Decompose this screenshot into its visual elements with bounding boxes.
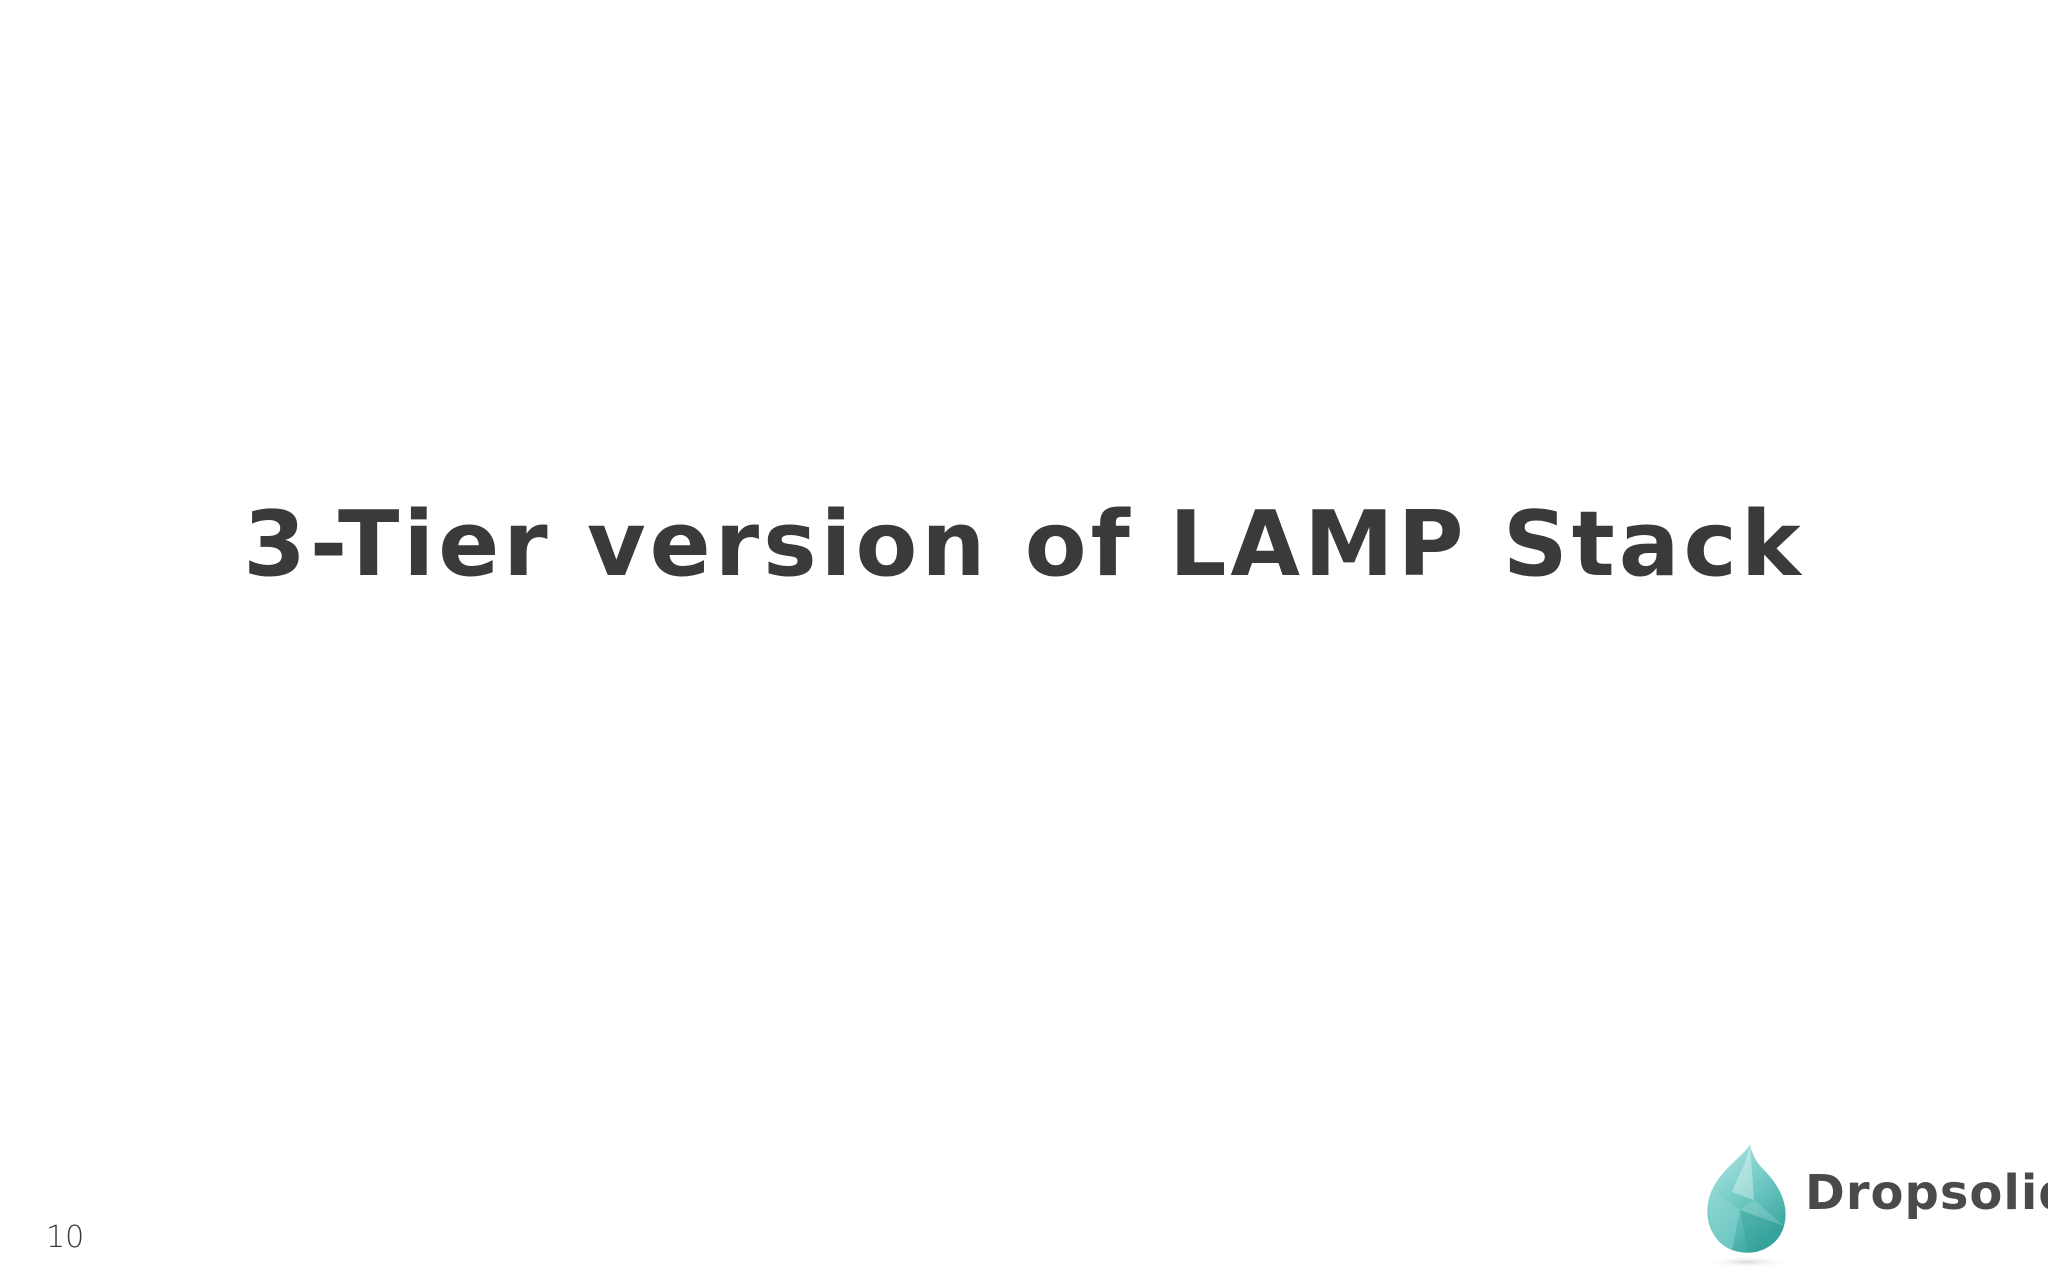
water-drop-icon xyxy=(1702,1144,1792,1268)
dropsolid-logo: Dropsolid xyxy=(1692,1140,2048,1270)
logo-wordmark: Dropsolid xyxy=(1805,1165,2048,1221)
slide-title: 3-Tier version of LAMP Stack xyxy=(243,492,1805,597)
page-number: 10 xyxy=(46,1220,85,1255)
